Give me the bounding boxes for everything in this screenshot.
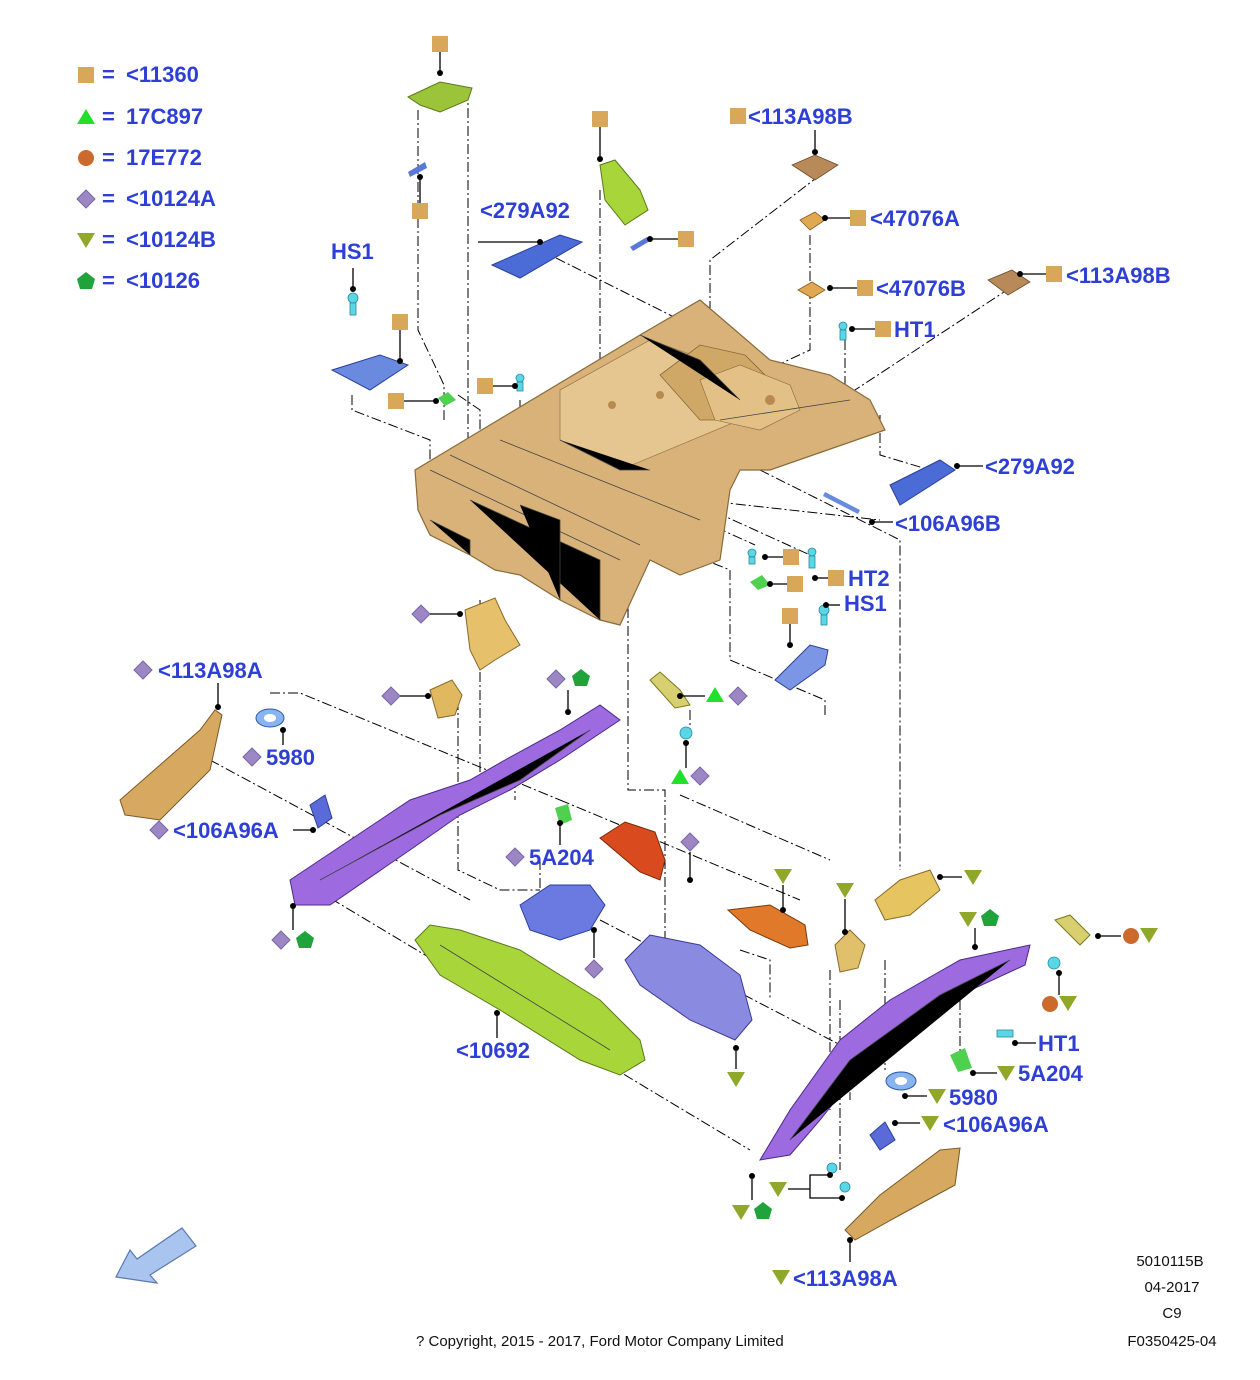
legend-item-square: = <11360 xyxy=(78,62,199,87)
label-5980-left: 5980 xyxy=(266,745,315,770)
label-113A98A-left: <113A98A xyxy=(158,658,263,683)
label-106A96A-left: <106A96A xyxy=(173,818,279,843)
triangle-up-symbol-icon xyxy=(77,109,95,124)
floor-pan xyxy=(414,299,886,626)
legend-item-triangle-up: = 17C897 xyxy=(77,104,203,129)
label-HS1-left: HS1 xyxy=(331,239,374,264)
label-113A98B-right: <113A98B xyxy=(1066,263,1171,288)
legend-equals: = xyxy=(102,62,115,87)
pentagon-symbol-icon xyxy=(77,272,95,289)
label-113A98A-bottom: <113A98A xyxy=(793,1266,898,1291)
legend-equals: = xyxy=(102,104,115,129)
triangle-down-symbol-icon xyxy=(77,233,95,248)
legend-equals: = xyxy=(102,145,115,170)
label-10692: <10692 xyxy=(456,1038,530,1063)
label-5980-right: 5980 xyxy=(949,1085,998,1110)
legend-item-pentagon: = <10126 xyxy=(77,268,200,293)
label-HS1-right: HS1 xyxy=(844,591,887,616)
callouts xyxy=(133,36,1158,1285)
legend-equals: = xyxy=(102,186,115,211)
middle-brackets xyxy=(255,597,691,829)
circle-symbol-icon xyxy=(78,150,94,166)
drawing-revision: C9 xyxy=(1162,1305,1181,1322)
copyright-text: ? Copyright, 2015 - 2017, Ford Motor Com… xyxy=(416,1333,784,1350)
footer: 5010115B 04-2017 C9 F0350425-04 ? Copyri… xyxy=(416,1253,1217,1350)
label-HT2: HT2 xyxy=(848,566,890,591)
legend-text-square: <11360 xyxy=(126,62,199,87)
square-symbol-icon xyxy=(78,67,94,83)
label-47076B: <47076B xyxy=(876,276,966,301)
diamond-symbol-icon xyxy=(76,189,96,209)
lower-parts xyxy=(414,821,1091,1241)
upper-brackets xyxy=(330,81,1031,691)
legend-item-triangle-down: = <10124B xyxy=(77,227,216,252)
fasteners xyxy=(347,292,1061,1193)
label-HT1-bottom: HT1 xyxy=(1038,1031,1080,1056)
legend-equals: = xyxy=(102,268,115,293)
drawing-code: 5010115B xyxy=(1136,1253,1203,1270)
label-279A92-left: <279A92 xyxy=(480,198,570,223)
legend-item-circle: = 17E772 xyxy=(78,145,202,170)
part-labels: <113A98B <279A92 <47076A HS1 <113A98B <4… xyxy=(158,104,1171,1291)
drawing-date: 04-2017 xyxy=(1144,1279,1199,1296)
label-113A98B-top: <113A98B xyxy=(748,104,853,129)
legend-text-triangle-up: 17C897 xyxy=(126,104,203,129)
legend-text-triangle-down: <10124B xyxy=(126,227,216,252)
label-106A96A-right: <106A96A xyxy=(943,1112,1049,1137)
legend-text-diamond: <10124A xyxy=(126,186,216,211)
direction-arrow-icon xyxy=(115,1227,197,1284)
side-rails xyxy=(119,704,1031,1161)
legend-equals: = xyxy=(102,227,115,252)
label-106A96B: <106A96B xyxy=(895,511,1001,536)
legend-text-pentagon: <10126 xyxy=(126,268,200,293)
label-47076A: <47076A xyxy=(870,206,960,231)
legend-item-diamond: = <10124A xyxy=(76,186,216,211)
label-HT1-top: HT1 xyxy=(894,317,936,342)
figure-number: F0350425-04 xyxy=(1127,1333,1216,1350)
legend-text-circle: 17E772 xyxy=(126,145,202,170)
label-5A204-left: 5A204 xyxy=(529,845,595,870)
label-5A204-right: 5A204 xyxy=(1018,1061,1084,1086)
label-279A92-right: <279A92 xyxy=(985,454,1075,479)
legend: = <11360 = 17C897 = 17E772 = <10124A = <… xyxy=(76,62,216,293)
